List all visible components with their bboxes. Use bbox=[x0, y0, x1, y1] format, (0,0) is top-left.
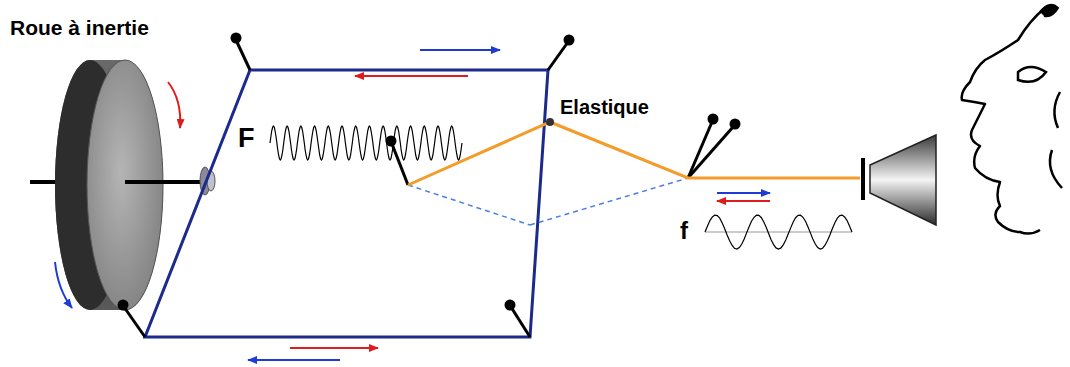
inertia-wheel bbox=[55, 60, 163, 310]
motion-arrow bbox=[420, 49, 500, 51]
wheel-face bbox=[87, 60, 163, 310]
listener-face bbox=[962, 8, 1045, 234]
signal-name: F bbox=[238, 124, 255, 154]
linkage-frame bbox=[145, 70, 548, 337]
motion-arrow bbox=[290, 347, 378, 349]
motion-arrow bbox=[717, 192, 770, 194]
motion-arrow bbox=[717, 200, 770, 202]
motion-arrow bbox=[248, 359, 340, 361]
rotation-arrow bbox=[55, 262, 72, 308]
rotation-arrow bbox=[168, 82, 180, 128]
motion-arrow bbox=[355, 75, 468, 77]
low-frequency-wave bbox=[705, 215, 852, 249]
elastic-rest-position bbox=[408, 185, 530, 225]
speaker-cone bbox=[870, 135, 936, 225]
elastic-rest-position bbox=[530, 178, 688, 225]
listener-outline bbox=[1050, 92, 1062, 188]
elastic bbox=[408, 122, 860, 185]
part-name: Roue à inertie bbox=[10, 16, 149, 39]
listener-eye bbox=[1018, 67, 1046, 82]
signal-name: f bbox=[680, 218, 688, 244]
listener-hair bbox=[1040, 5, 1058, 17]
wave-axis bbox=[705, 232, 852, 233]
part-name: Elastique bbox=[560, 96, 649, 118]
high-frequency-wave bbox=[270, 126, 462, 160]
pivot bbox=[119, 34, 739, 337]
speaker-membrane bbox=[861, 158, 865, 200]
axle bbox=[125, 180, 205, 184]
attach-point bbox=[546, 118, 554, 126]
